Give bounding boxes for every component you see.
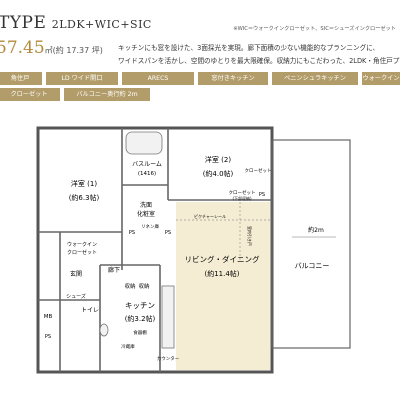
label-sliding-door: 室内引き戸: [247, 226, 253, 246]
label-living-dining-size: (約11.4帖): [204, 269, 239, 278]
feature-tag: ペニンシュラキッチン: [272, 72, 358, 85]
floor-area: 57.45㎡(約 17.37 坪): [0, 38, 103, 58]
description-line-1: キッチンにも窓を設けた、3面採光を実現。廊下面積の少ない機能的なプランニングに、: [118, 44, 380, 52]
label-kitchen: キッチン: [125, 301, 155, 310]
label-storage-a: 収納: [124, 282, 136, 290]
living-highlight: [176, 202, 270, 370]
label-closet-a: クローゼット: [245, 167, 272, 174]
label-walkin-closet-1: ウォークイン: [67, 241, 97, 248]
label-linen: リネン庫: [141, 223, 159, 230]
label-wall-closet-note: (下部収納): [232, 195, 252, 201]
type-title: TYPE 2LDK+WIC+SIC: [0, 13, 152, 33]
label-western-room-2: 洋室 (2): [205, 155, 231, 164]
label-storage-b: 収納: [138, 282, 150, 290]
label-kitchen-size: (約3.2帖): [125, 314, 156, 323]
label-counter: カウンター: [157, 355, 180, 362]
label-ps-d: PS: [45, 334, 51, 340]
label-western-room-2-size: (約4.0帖): [203, 169, 234, 178]
feature-tag: ARECS: [122, 72, 194, 85]
feature-tag: LD ワイド開口: [46, 72, 118, 85]
feature-tag: バルコニー奥行約 2m: [64, 88, 150, 101]
type-code: 2LDK+WIC+SIC: [51, 18, 152, 31]
label-living-dining: リビング・ダイニング: [185, 254, 260, 264]
exterior-walls: [36, 126, 274, 374]
toilet-bowl: [99, 323, 109, 337]
label-picture-rail: ピクチャーレール: [194, 213, 226, 219]
label-shoes-ic: シューズ: [66, 293, 86, 300]
label-ps-c: PS: [165, 230, 171, 236]
label-hall: 廊下: [108, 266, 120, 274]
area-unit: ㎡(約 17.37 坪): [44, 46, 103, 55]
plan-header: TYPE 2LDK+WIC+SIC ※WIC＝ウォークインクローゼット、SIC＝…: [0, 0, 400, 101]
feature-tag: ウォークイン: [362, 72, 400, 85]
feature-tag: クローゼット: [0, 88, 60, 101]
label-ps-b: PS: [129, 230, 135, 236]
label-ps-a: PS: [259, 192, 265, 198]
label-toilet: トイレ: [81, 307, 99, 314]
label-balcony-depth: 約2m: [308, 226, 324, 234]
label-walkin-closet-2: クローゼット: [67, 249, 97, 256]
bathtub: [125, 131, 163, 155]
kitchen-counter-shape: [161, 285, 175, 349]
label-mb: MB: [44, 314, 53, 320]
abbreviation-note: ※WIC＝ウォークインクローゼット、SIC＝シューズインクローゼット: [233, 26, 396, 32]
label-balcony: バルコニー: [295, 262, 330, 270]
label-washroom-2: 化粧室: [137, 210, 155, 218]
plan-description: キッチンにも窓を設けた、3面採光を実現。廊下面積の少ない機能的なプランニングに、…: [118, 42, 400, 68]
interior-walls: [38, 128, 272, 372]
label-bathroom: バスルーム: [132, 161, 162, 168]
label-fridge: 冷蔵庫: [121, 343, 135, 350]
balcony-outline: [271, 139, 351, 349]
label-western-room-1-size: (約6.3帖): [69, 193, 100, 202]
label-entrance: 玄関: [70, 270, 82, 278]
label-pantry: 食器棚: [133, 329, 147, 336]
label-western-room-1: 洋室 (1): [71, 179, 97, 188]
label-washroom-1: 洗面: [140, 201, 152, 209]
description-line-2: ワイドスパンを活かし、空間のゆとりを最大限確保。収納力にもこだわった、2LDK・…: [118, 57, 400, 65]
label-wall-closet: クローゼット: [229, 189, 256, 196]
feature-tag: 角住戸: [0, 72, 42, 85]
label-bathroom-size: (1416): [138, 171, 156, 177]
feature-tag: 窓付きキッチン: [198, 72, 268, 85]
floor-plan: 洋室 (1) (約6.3帖) 洋室 (2) (約4.0帖) バスルーム (141…: [36, 126, 351, 374]
area-value: 57.45: [0, 38, 45, 58]
